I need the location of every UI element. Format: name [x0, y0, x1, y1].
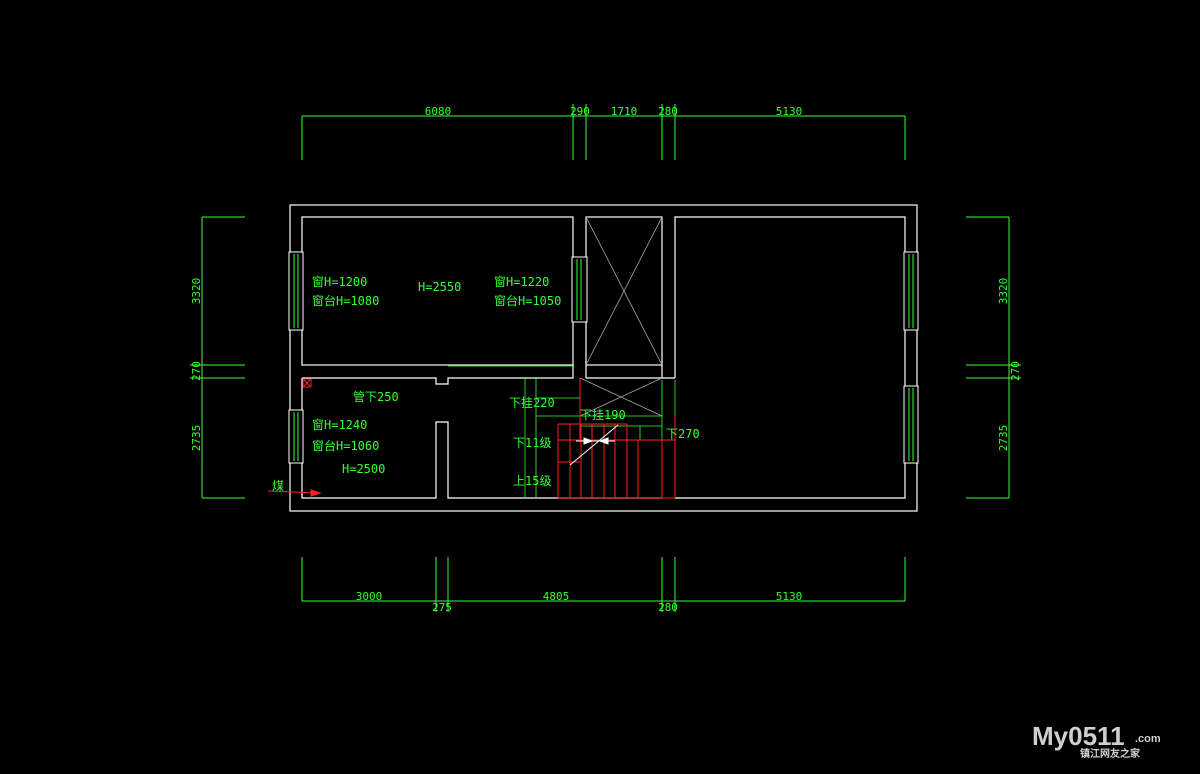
label-lower-left-sill: 窗台H=1060 — [312, 438, 379, 453]
gas-line-arrow — [267, 489, 322, 497]
dim-left-1: 3320 — [190, 278, 203, 305]
stair-treads — [557, 378, 676, 499]
room-labels: 窗H=1200 窗台H=1080 H=2550 窗H=1220 窗台H=1050… — [272, 275, 700, 493]
watermark-suffix: .com — [1135, 733, 1161, 745]
windows — [288, 251, 919, 464]
label-upper-left-ceiling: H=2550 — [418, 280, 461, 294]
label-gas: 煤 — [272, 479, 284, 493]
dim-right-2: 270 — [1009, 361, 1022, 381]
gas-meter-icon — [302, 378, 312, 388]
dim-top-3: 1710 — [611, 105, 638, 118]
watermark-logo-text: My0511 — [1032, 721, 1125, 751]
stair-arrow — [569, 424, 619, 466]
label-upper-left-sill: 窗台H=1080 — [312, 293, 379, 308]
dim-left-3: 2735 — [190, 425, 203, 452]
dim-top-2: 290 — [570, 105, 590, 118]
label-down-steps: 下11级 — [513, 436, 551, 450]
dimension-labels: 6080 290 1710 280 5130 3000 275 4805 280… — [190, 105, 1022, 614]
dim-bottom-1: 3000 — [356, 590, 383, 603]
dim-top-1: 6080 — [425, 105, 452, 118]
label-upper-left-window: 窗H=1200 — [312, 275, 367, 289]
walls — [289, 204, 918, 512]
dim-bottom-4: 280 — [658, 601, 678, 614]
dim-right-1: 3320 — [997, 278, 1010, 305]
dim-bottom-2: 275 — [432, 601, 452, 614]
stair-guides — [448, 365, 676, 498]
dim-left-2: 270 — [190, 361, 203, 381]
dim-bottom-5: 5130 — [776, 590, 803, 603]
dim-top-5: 5130 — [776, 105, 803, 118]
label-down-270: 下270 — [666, 427, 700, 441]
dim-top-4: 280 — [658, 105, 678, 118]
label-lower-left-ceiling: H=2500 — [342, 462, 385, 476]
dim-right-3: 2735 — [997, 425, 1010, 452]
dimension-lines — [190, 104, 1021, 612]
shaft-cross — [585, 216, 663, 366]
label-lower-left-window: 窗H=1240 — [312, 418, 367, 432]
label-upper-right-window: 窗H=1220 — [494, 275, 549, 289]
label-up-steps: 上15级 — [513, 474, 551, 488]
dim-bottom-3: 4805 — [543, 590, 570, 603]
label-beam-220: 下挂220 — [509, 396, 555, 410]
watermark-tagline: 镇江网友之家 — [1080, 747, 1141, 760]
label-beam-190: 下挂190 — [580, 408, 626, 422]
label-pipe-below: 管下250 — [353, 389, 399, 404]
stair-landing-cross — [579, 377, 663, 417]
watermark-logo: My0511 .com 镇江网友之家 — [1032, 721, 1161, 760]
label-upper-right-sill: 窗台H=1050 — [494, 293, 561, 308]
